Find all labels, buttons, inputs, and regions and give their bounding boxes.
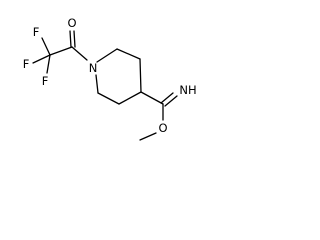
- bonds: [32, 30, 178, 141]
- bond-cf3-carbonyl: [49, 46, 73, 56]
- bond-ring-c4-c5: [118, 91, 142, 105]
- atom-f-left: F: [23, 57, 30, 71]
- molecule-structure: F F F O N NH O: [23, 16, 197, 141]
- atom-f-top: F: [33, 25, 40, 39]
- atom-labels: F F F O N NH O: [23, 16, 197, 135]
- atom-nh-imine: NH: [179, 83, 196, 97]
- bond-amidine-nh-1: [160, 92, 174, 104]
- bond-amidine-nh-2: [164, 95, 178, 107]
- bond-ring-c2-c3: [116, 48, 141, 60]
- bond-ring-n-c2: [96, 48, 118, 63]
- atom-o-carbonyl: O: [67, 16, 76, 30]
- bond-ring-c6-n: [95, 74, 99, 94]
- bond-o-methyl: [139, 132, 157, 141]
- atom-f-bottom: F: [42, 74, 49, 88]
- bond-carbonyl-n: [71, 46, 88, 61]
- atom-o-methoxy: O: [158, 121, 167, 135]
- bond-c4-amidine: [140, 91, 164, 105]
- bond-cf3-f-bottom: [46, 54, 51, 74]
- bond-cf3-f-top: [41, 37, 51, 56]
- bond-ring-c5-c6: [97, 92, 120, 105]
- bond-carbonyl-o-2: [73, 30, 76, 48]
- bond-cf3-f-left: [32, 54, 51, 64]
- atom-n-ring: N: [89, 61, 98, 75]
- bond-ring-c3-c4: [139, 58, 142, 93]
- bond-carbonyl-o-1: [69, 30, 72, 48]
